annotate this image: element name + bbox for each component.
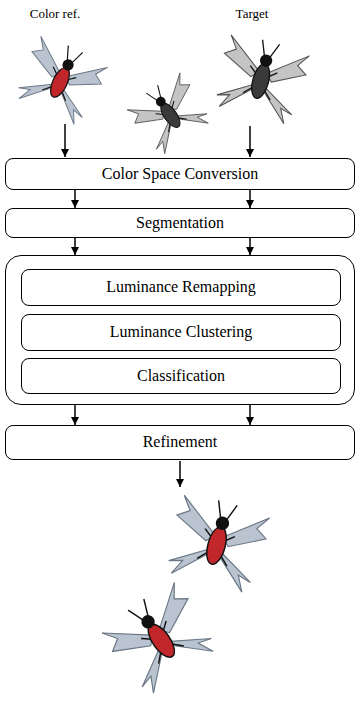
process-box: Classification	[21, 358, 341, 394]
result-image	[162, 491, 272, 595]
box-label: Luminance Clustering	[110, 323, 253, 341]
box-label: Classification	[137, 367, 225, 385]
flow-arrow	[74, 190, 76, 208]
input-arrow	[249, 126, 251, 157]
process-box: Luminance Remapping	[21, 269, 341, 306]
color-reference-image	[12, 33, 111, 128]
flow-arrow	[74, 238, 76, 255]
box-label: Segmentation	[136, 214, 224, 232]
process-box: Luminance Clustering	[21, 314, 341, 351]
flow-arrow	[249, 405, 251, 425]
result-image	[98, 578, 221, 698]
box-label: Refinement	[143, 433, 218, 451]
flow-arrow	[74, 405, 76, 425]
process-box: Segmentation	[5, 208, 355, 238]
group-box: Luminance RemappingLuminance ClusteringC…	[5, 255, 355, 405]
input-arrow	[64, 124, 66, 157]
process-box: Color Space Conversion	[5, 158, 355, 190]
image-caption: Color ref.	[30, 6, 81, 22]
flow-arrow	[249, 190, 251, 208]
image-caption: Target	[236, 6, 269, 22]
box-label: Color Space Conversion	[102, 165, 258, 183]
process-box: Refinement	[5, 425, 355, 460]
output-arrow	[179, 461, 181, 487]
flow-arrow	[249, 238, 251, 255]
target-image	[124, 70, 214, 158]
box-label: Luminance Remapping	[106, 278, 256, 296]
target-image	[211, 31, 312, 126]
